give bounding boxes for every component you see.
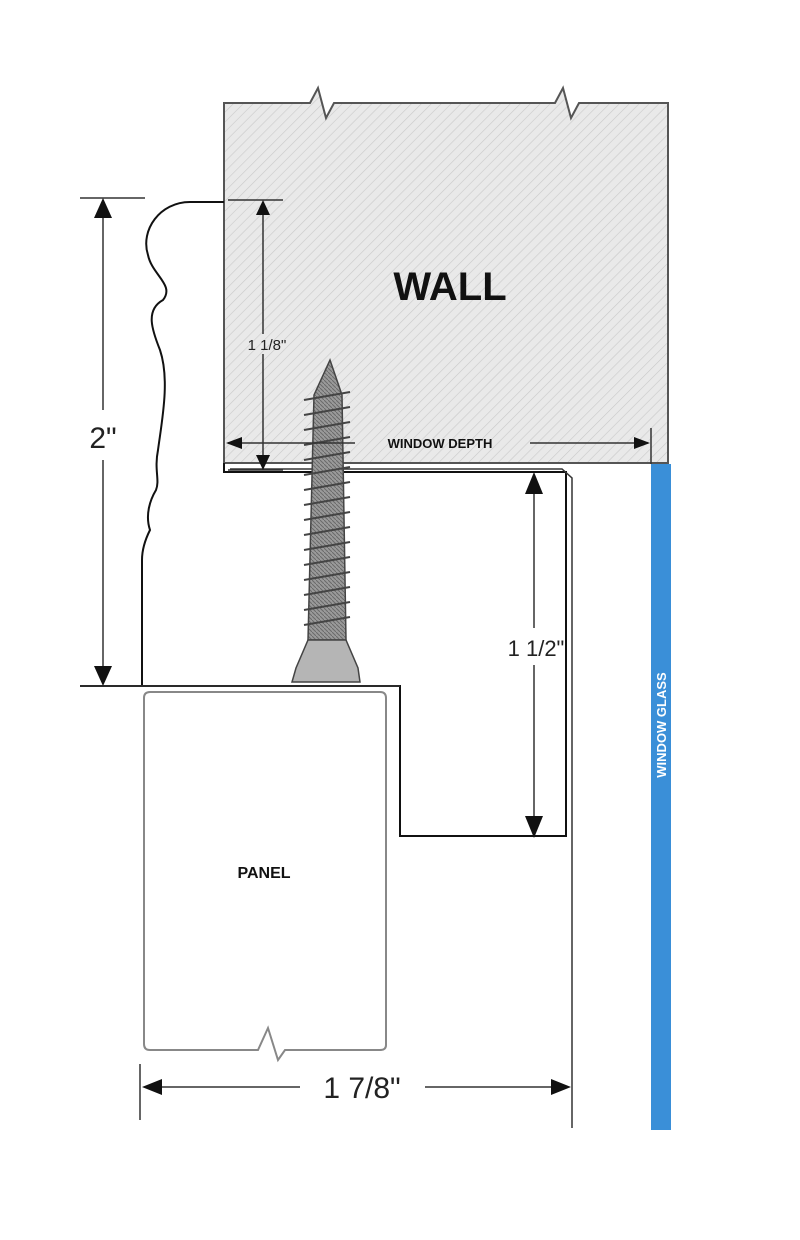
dim-total-height-label: 2" xyxy=(89,422,116,455)
dim-bracket-depth: 1 1/2" xyxy=(508,472,565,838)
dim-top-inner-label: 1 1/8" xyxy=(248,337,287,354)
window-glass: WINDOW GLASS xyxy=(651,464,671,1130)
panel-label: PANEL xyxy=(237,865,290,882)
trim-molding xyxy=(141,201,224,686)
panel-block: PANEL xyxy=(143,691,387,1063)
dim-total-width: 1 7/8" xyxy=(139,842,573,1128)
dim-total-height: 2" xyxy=(80,197,145,686)
dim-top-inner: 1 1/8" xyxy=(228,199,296,471)
dim-total-width-label: 1 7/8" xyxy=(323,1072,400,1105)
window-depth-dimension: WINDOW DEPTH xyxy=(226,428,652,464)
wall-label: WALL xyxy=(393,265,506,309)
screw xyxy=(291,357,361,683)
window-depth-label: WINDOW DEPTH xyxy=(388,436,493,451)
mounting-bracket xyxy=(80,463,573,842)
window-glass-label: WINDOW GLASS xyxy=(654,672,669,778)
wall-block: WALL xyxy=(223,85,669,464)
dim-bracket-depth-label: 1 1/2" xyxy=(508,636,565,661)
